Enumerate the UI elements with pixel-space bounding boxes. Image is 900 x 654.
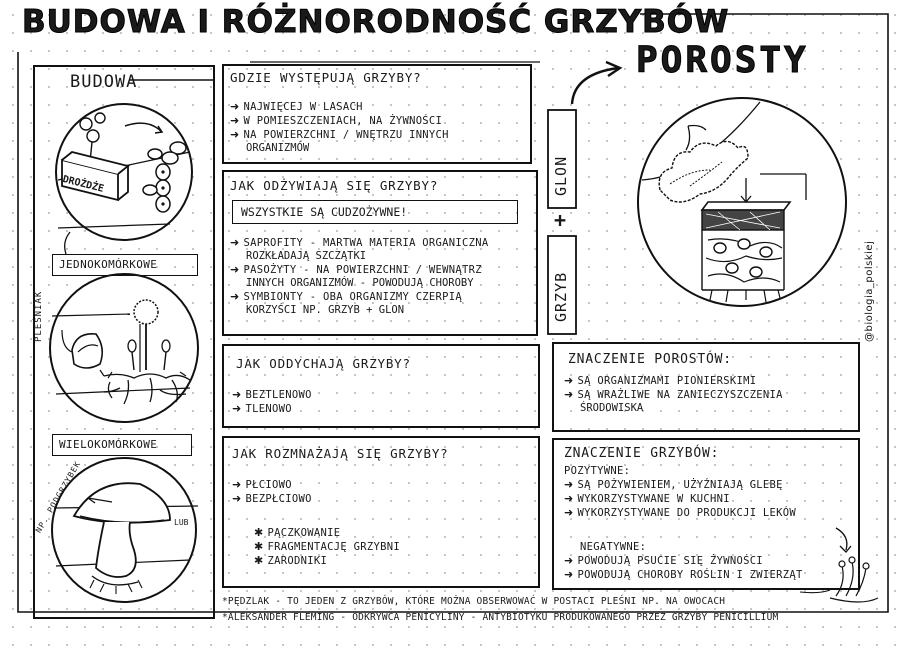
arrow-right-icon: ➜ bbox=[564, 554, 574, 567]
arrow-right-icon: ➜ bbox=[230, 263, 240, 276]
mushroom-drawing bbox=[51, 457, 199, 603]
arrow-right-icon: ➜ bbox=[232, 492, 242, 505]
znaczenie-porostow-panel: ZNACZENIE POROSTÓW: ➜SĄ ORGANIZMAMI PION… bbox=[552, 342, 860, 432]
arrow-right-icon: ➜ bbox=[232, 402, 242, 415]
porosty-title: POROSTY bbox=[636, 40, 809, 82]
gdzie-list: ➜NAJWIĘCEJ W LASACH ➜W POMIESZCZENIACH, … bbox=[230, 100, 449, 155]
list-item: ✱PĄCZKOWANIE bbox=[254, 526, 341, 539]
positive-label: POZYTYWNE: bbox=[564, 465, 631, 477]
lichen-drawing bbox=[637, 97, 847, 307]
list-item: ➜BEZTLENOWO bbox=[232, 388, 312, 401]
lub-label: LUB bbox=[174, 518, 189, 527]
list-item: ➜SĄ POŻYWIENIEM, UŻYŹNIAJĄ GLEBĘ bbox=[564, 478, 783, 491]
oddychanie-title: JAK ODDYCHAJĄ GRZYBY? bbox=[236, 356, 411, 371]
list-item: ➜SYMBIONTY - OBA ORGANIZMY CZERPIĄ bbox=[230, 290, 463, 303]
odzywianie-list: ➜SAPROFITY - MARTWA MATERIA ORGANICZNA R… bbox=[230, 236, 489, 317]
gdzie-title: GDZIE WYSTĘPUJĄ GRZYBY? bbox=[230, 70, 422, 85]
list-item: ➜POWODUJĄ PSUCIE SIĘ ŻYWNOŚCI bbox=[564, 554, 763, 567]
list-item: ➜BEZPŁCIOWO bbox=[232, 492, 312, 505]
znaczenie-grzybow-title: ZNACZENIE GRZYBÓW: bbox=[564, 446, 720, 461]
list-item: ➜NA POWIERZCHNI / WNĘTRZU INNYCH bbox=[230, 128, 449, 141]
rozmnazanie-title: JAK ROZMNAŻAJĄ SIĘ GRZYBY? bbox=[232, 446, 449, 461]
footnote-pedzlak: *PĘDZLAK - TO JEDEN Z GRZYBÓW, KTÓRE MOŻ… bbox=[222, 596, 726, 607]
list-item: ➜NAJWIĘCEJ W LASACH bbox=[230, 100, 363, 113]
znaczenie-grzybow-panel: ZNACZENIE GRZYBÓW: POZYTYWNE: ➜SĄ POŻYWI… bbox=[552, 438, 860, 590]
budowa-panel bbox=[33, 65, 215, 619]
arrow-right-icon: ➜ bbox=[230, 128, 240, 141]
plesniak-label: PLEŚNIAK bbox=[34, 290, 44, 342]
arrow-right-icon: ➜ bbox=[564, 506, 574, 519]
glon-label: GLON bbox=[552, 155, 570, 196]
list-item: ✱FRAGMENTACJĘ GRZYBNI bbox=[254, 540, 400, 553]
negative-list: ➜POWODUJĄ PSUCIE SIĘ ŻYWNOŚCI ➜POWODUJĄ … bbox=[564, 554, 803, 582]
arrow-right-icon: ➜ bbox=[232, 388, 242, 401]
list-item: ➜PASOŻYTY - NA POWIERZCHNI / WEWNĄTRZ bbox=[230, 263, 482, 276]
list-item: ➜PŁCIOWO bbox=[232, 478, 292, 491]
rozmnazanie-list: ➜PŁCIOWO ➜BEZPŁCIOWO bbox=[232, 478, 312, 506]
plus-sign: + bbox=[554, 208, 567, 232]
negative-label: NEGATYWNE: bbox=[580, 541, 647, 553]
odzywianie-panel: JAK ODŻYWIAJĄ SIĘ GRZYBY? WSZYSTKIE SĄ C… bbox=[222, 170, 538, 336]
star-icon: ✱ bbox=[254, 540, 264, 553]
list-item-continuation: INNYCH ORGANIZMÓW - POWODUJĄ CHOROBY bbox=[246, 277, 474, 289]
arrow-right-icon: ➜ bbox=[564, 374, 574, 387]
arrow-right-icon: ➜ bbox=[564, 492, 574, 505]
yeast-drawing bbox=[55, 103, 193, 241]
arrow-right-icon: ➜ bbox=[564, 478, 574, 491]
list-item: ➜SĄ WRAŻLIWE NA ZANIECZYSZCZENIA bbox=[564, 388, 783, 401]
gdzie-panel: GDZIE WYSTĘPUJĄ GRZYBY? ➜NAJWIĘCEJ W LAS… bbox=[222, 64, 532, 164]
star-icon: ✱ bbox=[254, 526, 264, 539]
mold-doodle bbox=[799, 556, 879, 603]
footnote-fleming: *ALEKSANDER FLEMING - ODKRYWCA PENICYLIN… bbox=[222, 612, 779, 623]
positive-list: ➜SĄ POŻYWIENIEM, UŻYŹNIAJĄ GLEBĘ ➜WYKORZ… bbox=[564, 478, 796, 520]
rozmnazanie-sublist: ✱PĄCZKOWANIE ✱FRAGMENTACJĘ GRZYBNI ✱ZARO… bbox=[254, 526, 400, 568]
list-item-continuation: ŚRODOWISKA bbox=[580, 402, 644, 414]
highlight-badge: WSZYSTKIE SĄ CUDZOŻYWNE! bbox=[232, 200, 518, 224]
list-item: ➜POWODUJĄ CHOROBY ROŚLIN I ZWIERZĄT bbox=[564, 568, 803, 581]
list-item: ➜WYKORZYSTYWANE W KUCHNI bbox=[564, 492, 730, 505]
page-title: BUDOWA I RÓŻNORODNOŚĆ GRZYBÓW bbox=[21, 4, 730, 41]
mold-drawing bbox=[49, 273, 199, 423]
budowa-heading: BUDOWA bbox=[70, 72, 138, 92]
oddychanie-panel: JAK ODDYCHAJĄ GRZYBY? ➜BEZTLENOWO ➜TLENO… bbox=[222, 344, 540, 428]
grzyb-label: GRZYB bbox=[552, 271, 570, 322]
wielokomorkowe-label: WIELOKOMÓRKOWE bbox=[52, 434, 192, 456]
star-icon: ✱ bbox=[254, 554, 264, 567]
list-item: ➜TLENOWO bbox=[232, 402, 292, 415]
list-item: ➜WYKORZYSTYWANE DO PRODUKCJI LEKÓW bbox=[564, 506, 797, 519]
znaczenie-porostow-list: ➜SĄ ORGANIZMAMI PIONIERSKIMI ➜SĄ WRAŻLIW… bbox=[564, 374, 783, 415]
arrow-right-icon: ➜ bbox=[230, 290, 240, 303]
list-item-continuation: KORZYŚCI NP. GRZYB + GLON bbox=[246, 304, 405, 316]
list-item: ➜SAPROFITY - MARTWA MATERIA ORGANICZNA bbox=[230, 236, 489, 249]
arrow-right-icon: ➜ bbox=[564, 568, 574, 581]
arrow-right-icon: ➜ bbox=[230, 114, 240, 127]
jednokomorkowe-label: JEDNOKOMÓRKOWE bbox=[52, 254, 198, 276]
arrow-right-icon: ➜ bbox=[232, 478, 242, 491]
arrow-right-icon: ➜ bbox=[230, 100, 240, 113]
arrow-right-icon: ➜ bbox=[564, 388, 574, 401]
list-item: ✱ZARODNIKI bbox=[254, 554, 328, 567]
znaczenie-porostow-title: ZNACZENIE POROSTÓW: bbox=[568, 352, 732, 367]
arrow-right-icon: ➜ bbox=[230, 236, 240, 249]
list-item-continuation: ROZKŁADAJĄ SZCZĄTKI bbox=[246, 250, 367, 262]
list-item-continuation: ORGANIZMÓW bbox=[246, 142, 310, 154]
rozmnazanie-panel: JAK ROZMNAŻAJĄ SIĘ GRZYBY? ➜PŁCIOWO ➜BEZ… bbox=[222, 436, 540, 588]
odzywianie-title: JAK ODŻYWIAJĄ SIĘ GRZYBY? bbox=[230, 178, 439, 193]
author-credit: @biologia_polskiej bbox=[864, 240, 875, 342]
list-item: ➜W POMIESZCZENIACH, NA ŻYWNOŚCI bbox=[230, 114, 443, 127]
list-item: ➜SĄ ORGANIZMAMI PIONIERSKIMI bbox=[564, 374, 757, 387]
oddychanie-list: ➜BEZTLENOWO ➜TLENOWO bbox=[232, 388, 312, 416]
